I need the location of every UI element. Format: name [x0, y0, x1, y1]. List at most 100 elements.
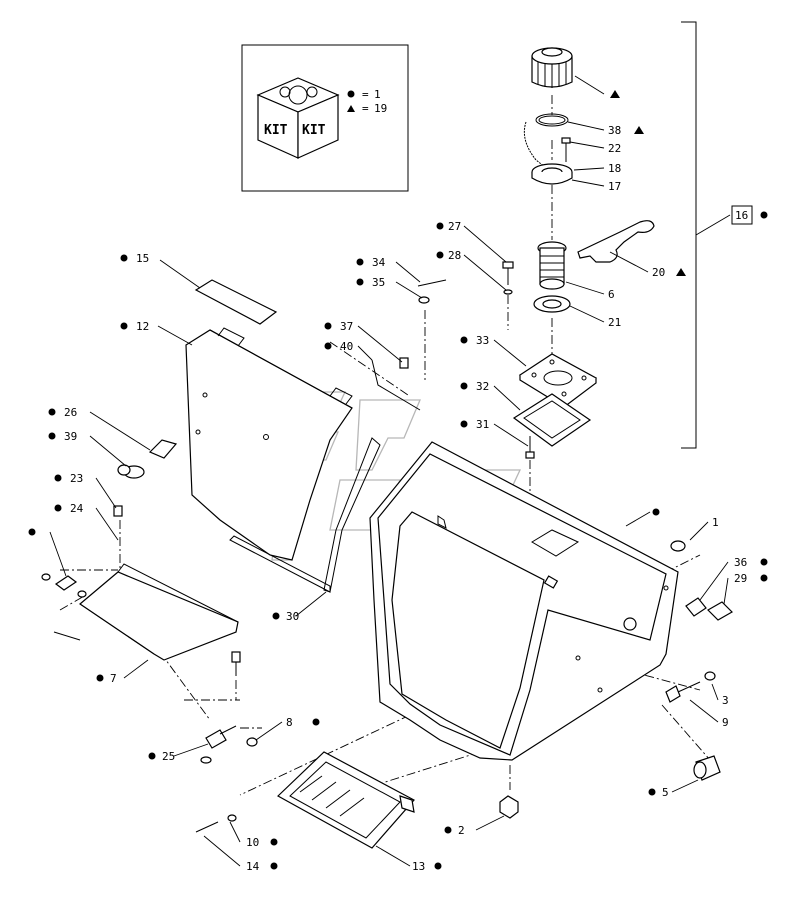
bolt	[113, 505, 123, 517]
bolt	[665, 671, 716, 703]
callout-30-label: 29	[734, 572, 747, 585]
dot-marker-icon	[347, 90, 355, 98]
callout-37-marker	[324, 322, 332, 330]
kit-legend-row-1: 1	[374, 88, 381, 101]
callout-25-marker	[312, 718, 320, 726]
callout-7-marker	[272, 612, 280, 620]
callout-35-marker	[356, 278, 364, 286]
nut	[246, 737, 258, 747]
callout-35-label: 35	[372, 276, 385, 289]
callout-38-label: 38	[608, 124, 621, 137]
callout-36-label: 1	[712, 516, 719, 529]
mounting-bracket	[79, 563, 239, 661]
callout-32-marker	[460, 382, 468, 390]
callout-14-label: 10	[246, 836, 259, 849]
callout-12-marker	[120, 322, 128, 330]
kit-legend: KIT KIT = 1 = 19	[241, 44, 409, 192]
drain-plug	[693, 755, 721, 781]
callout-33-label: 33	[476, 334, 489, 347]
callout-26-label: 26	[64, 406, 77, 419]
bolt	[231, 651, 241, 663]
callout-34-marker	[356, 258, 364, 266]
callout-8-label: 9	[722, 716, 729, 729]
callout-2-label: 5	[662, 786, 669, 799]
bolt	[525, 436, 535, 459]
callout-38-marker	[634, 126, 644, 134]
callout-26-marker	[48, 408, 56, 416]
latch	[117, 439, 178, 479]
screw	[195, 814, 237, 833]
callout-15-marker	[120, 254, 128, 262]
callout-16-box	[731, 205, 753, 225]
hinge	[200, 725, 237, 764]
callout-24-label: 24	[70, 502, 84, 515]
leader-lines	[49, 75, 729, 867]
pin	[417, 279, 447, 287]
callout-21-label: 21	[608, 316, 621, 329]
bolt	[502, 261, 514, 295]
callout-20-marker	[676, 268, 686, 276]
callout-labels: 38 22 18 17 16 27 28 20 6 21 15 34 35 12…	[28, 90, 768, 873]
callout-22-label: 22	[608, 142, 621, 155]
callout-27-marker	[436, 222, 444, 230]
callout-17-label: 17	[608, 180, 621, 193]
retaining-chain	[523, 121, 553, 171]
washer	[418, 296, 430, 304]
callout-40-label: 40	[340, 340, 353, 353]
step-plate	[276, 751, 415, 849]
o-ring	[535, 113, 569, 127]
callout-37-label: 37	[340, 320, 353, 333]
fitting	[685, 597, 733, 621]
callout-11-label: 13	[412, 860, 425, 873]
kit-legend-equals: =	[362, 102, 369, 115]
kit-label-left: KIT	[264, 123, 288, 138]
callout-31-marker	[460, 420, 468, 428]
callout-7-label: 30	[286, 610, 299, 623]
cap-nut	[670, 540, 686, 552]
gasket	[512, 393, 592, 447]
callout-28-label: 28	[448, 249, 461, 262]
fuel-tank	[369, 441, 679, 761]
callout-16-label: 16	[735, 209, 748, 222]
bolt	[499, 795, 519, 819]
wrench-tool	[577, 220, 655, 263]
kit-legend-equals: =	[362, 88, 369, 101]
callout-5-marker	[148, 752, 156, 760]
callout-9-label: 3	[722, 694, 729, 707]
lid-pad	[194, 279, 278, 325]
callout-1-marker	[28, 528, 36, 536]
callout-16-marker	[760, 211, 768, 219]
callout-11-marker	[434, 862, 442, 870]
callout-tank-marker	[652, 508, 660, 516]
callout-32-label: 32	[476, 380, 489, 393]
callout-39-marker	[48, 432, 56, 440]
callout-27-label: 27	[448, 220, 461, 233]
callout-5-label: 25	[162, 750, 175, 763]
callout-12-label: 12	[136, 320, 149, 333]
kit-legend-row-2: 19	[374, 102, 387, 115]
callout-20-label: 20	[652, 266, 665, 279]
callout-29-marker	[760, 558, 768, 566]
callout-10-marker	[444, 826, 452, 834]
support-rod	[371, 359, 421, 411]
callout-3-marker	[96, 674, 104, 682]
callout-10-label: 2	[458, 824, 465, 837]
callout-18-label: 18	[608, 162, 621, 175]
callout-40-marker	[324, 342, 332, 350]
callout-6-label: 6	[608, 288, 615, 301]
callout-34-label: 34	[372, 256, 386, 269]
flange-ring	[531, 163, 573, 185]
triangle-marker-icon	[347, 105, 355, 112]
mounting-plate	[518, 353, 598, 408]
callout-39-label: 39	[64, 430, 77, 443]
cover-panel	[185, 327, 353, 561]
screw	[53, 631, 81, 641]
small-bracket	[41, 573, 87, 598]
callout-14-marker	[270, 838, 278, 846]
assembly-bracket	[681, 21, 697, 449]
callout-13-label: 14	[246, 860, 260, 873]
kit-label-right: KIT	[302, 123, 326, 138]
callout-25-label: 8	[286, 716, 293, 729]
callout-3-label: 7	[110, 672, 117, 685]
